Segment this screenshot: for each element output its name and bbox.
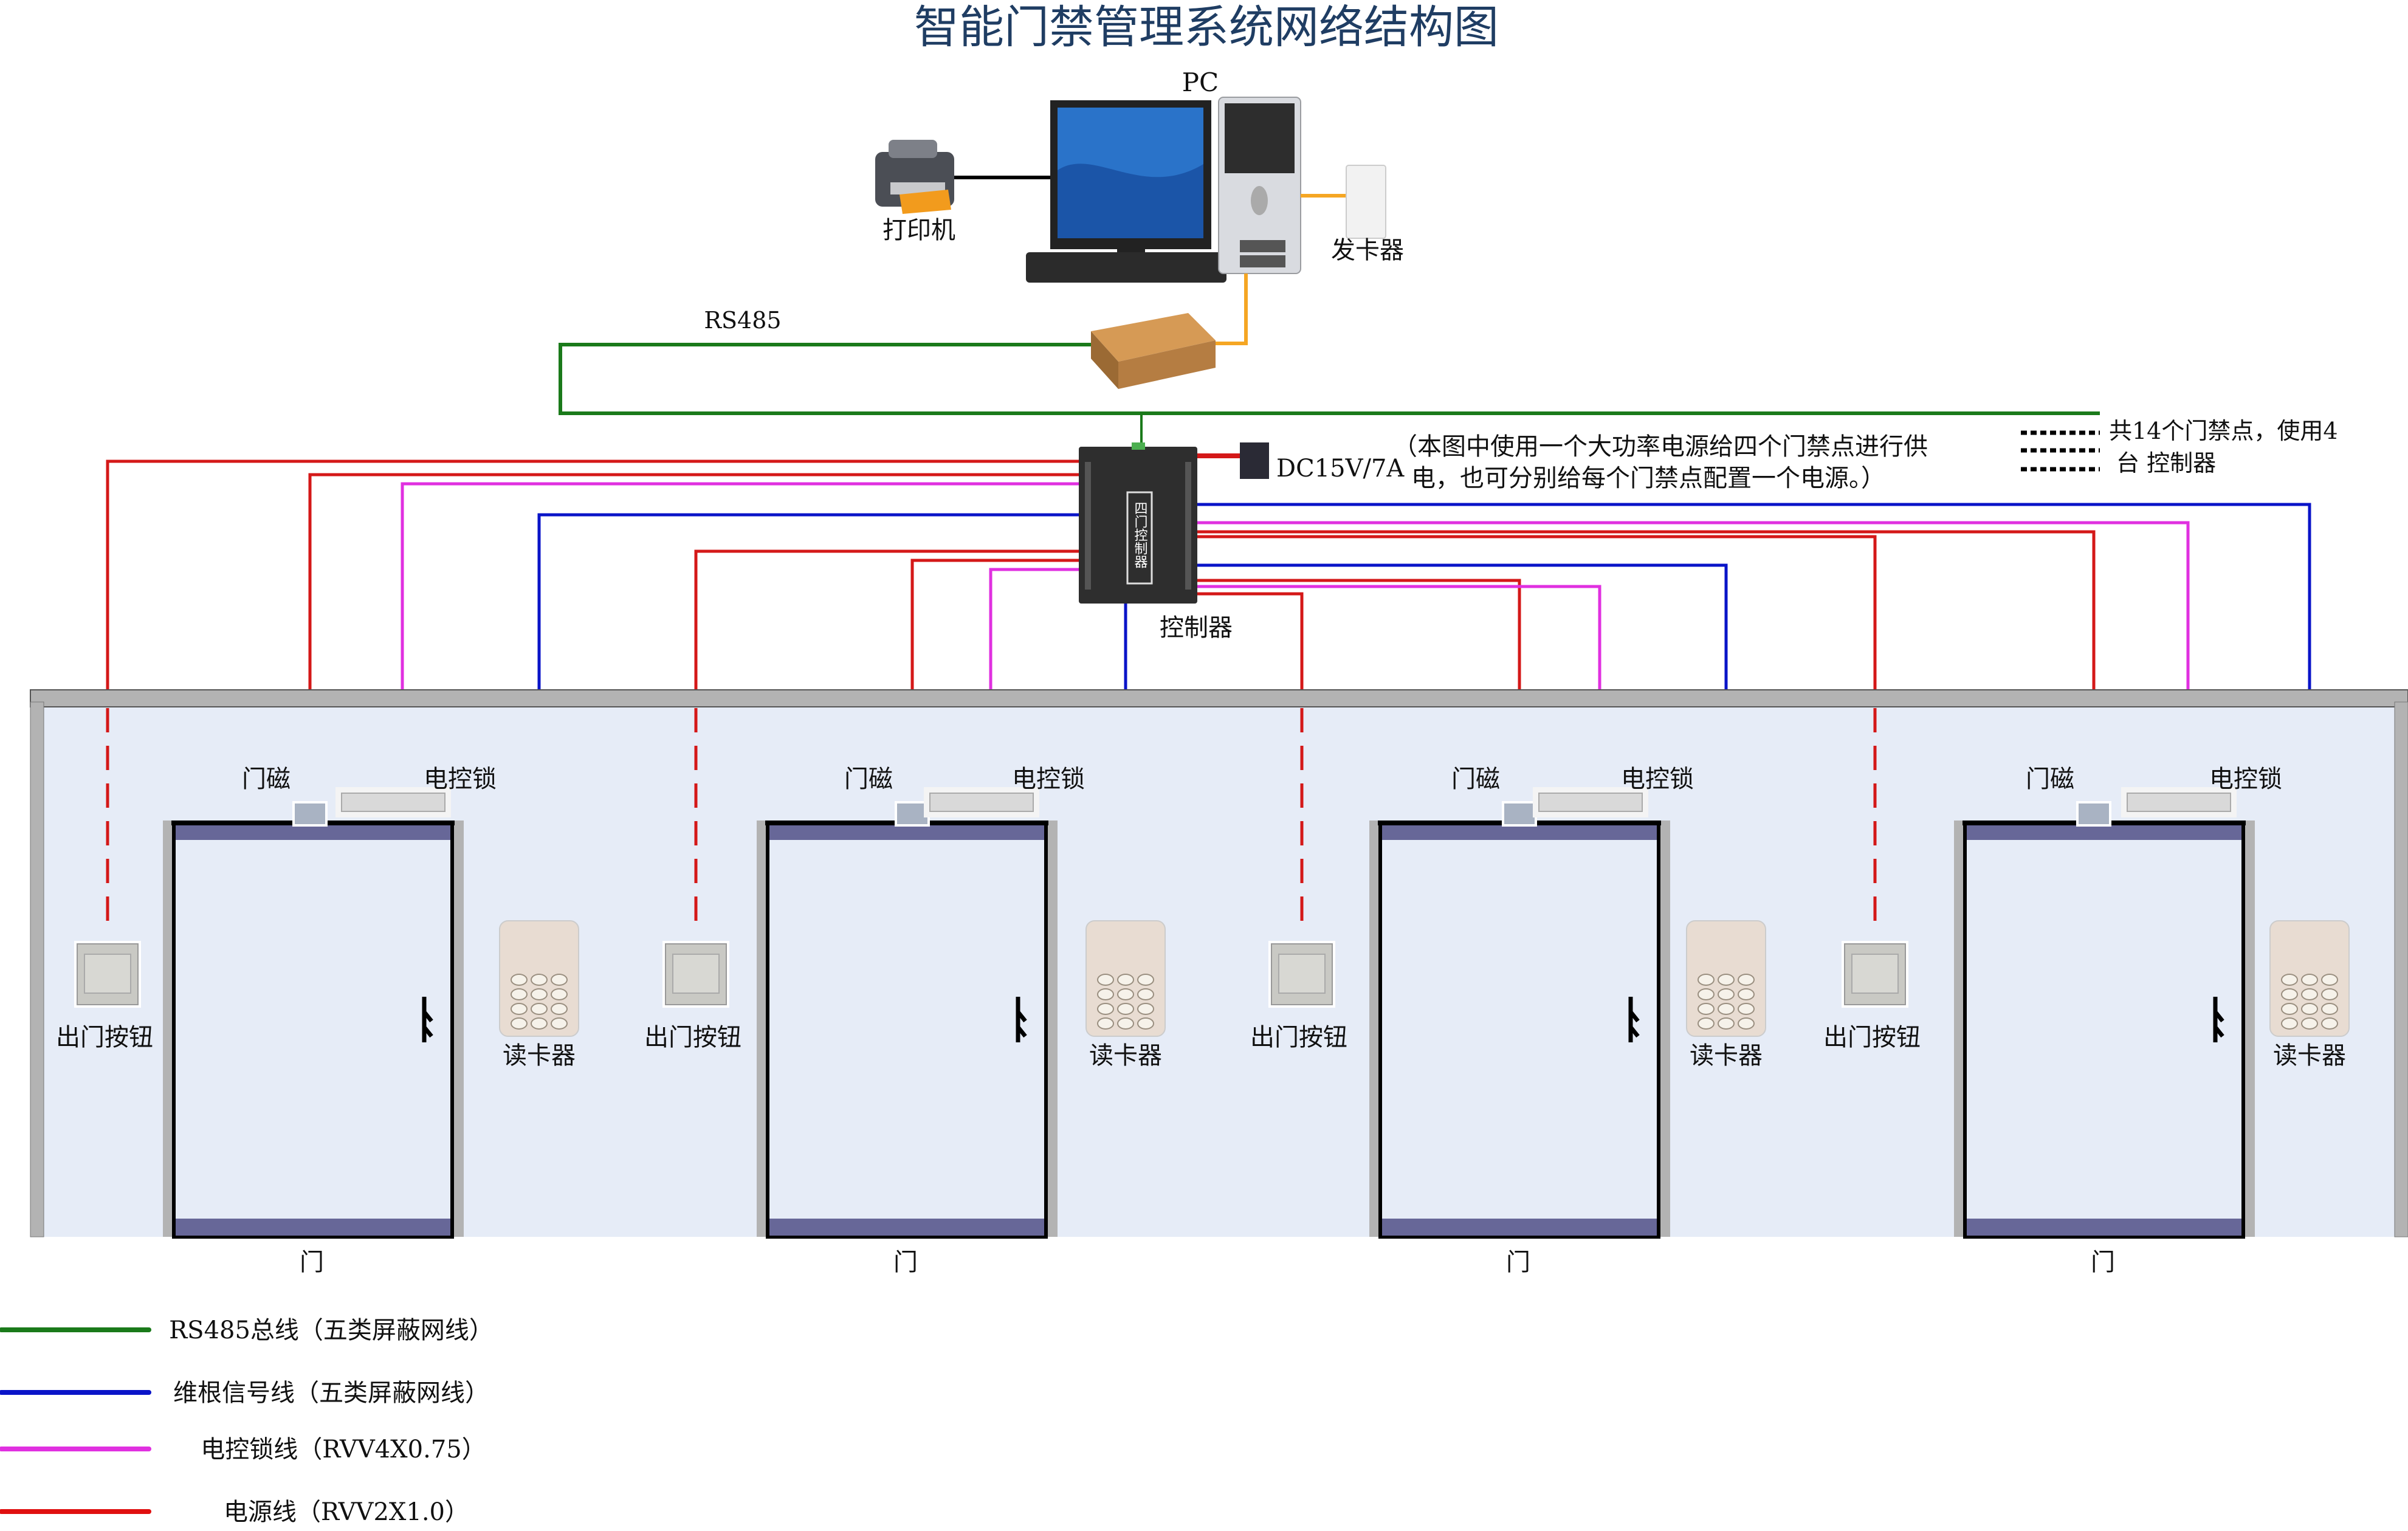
door-top-band [769,825,1044,840]
electric-lock-label: 电控锁 [1012,765,1085,793]
door-leaf[interactable] [172,822,454,1239]
door-magnet-label: 门磁 [2026,765,2074,793]
rs485-converter-icon [1091,313,1216,389]
door4-power-wire [1197,535,1877,708]
door-top-band [176,825,450,840]
rs485-label: RS485 [704,307,781,334]
monitor-icon [1050,100,1211,274]
summary-line-2: 台 控制器 [2116,450,2216,477]
door-handle-icon [2213,997,2224,1042]
legend-item: 电源线（RVV2X1.0） [0,1498,469,1526]
wall-right [2394,701,2408,1237]
door-magnet-icon [292,801,328,827]
power-supply-label: DC15V/7A [1276,455,1405,483]
summary-line-1: 共14个门禁点，使用4 [2109,418,2338,444]
electric-lock-label: 电控锁 [424,765,497,793]
door-label: 门 [893,1248,918,1276]
electric-lock-label: 电控锁 [2209,765,2282,793]
door-handle-icon [1016,997,1027,1042]
card-issuer-icon [1346,165,1386,239]
legend-item: 维根信号线（五类屏蔽网线） [0,1379,489,1407]
legend-label: 电控锁线（RVV4X0.75） [201,1436,486,1464]
exit-button-label: 出门按钮 [1250,1024,1347,1051]
door-top-band [1967,825,2241,840]
legend-label: RS485总线（五类屏蔽网线） [169,1316,494,1344]
door-frame-right [2243,821,2255,1237]
card-issuer-label: 发卡器 [1331,236,1404,264]
power-supply-icon [1240,442,1269,479]
wall-left [30,701,44,1237]
door-bottom-band [1382,1219,1657,1236]
diagram-title: 智能门禁管理系统网络结构图 [914,1,1499,53]
door-magnet-icon [2076,801,2111,827]
wall-top [30,689,2408,707]
door1-power-wire [106,459,1079,708]
printer-icon [875,140,954,214]
keyboard-icon [1026,252,1226,283]
door-leaf[interactable] [766,822,1048,1239]
controller-icon [1079,442,1197,604]
door-bottom-band [176,1219,450,1236]
note-line-1: （本图中使用一个大功率电源给四个门禁点进行供 [1393,433,1928,461]
door-leaf[interactable] [1963,822,2245,1239]
door-frame-right [1045,821,1058,1237]
door-handle-icon [1628,997,1640,1042]
door-magnet-label: 门磁 [1451,765,1500,793]
card-reader-label: 读卡器 [1690,1042,1763,1070]
exit-button-label: 出门按钮 [56,1024,153,1051]
pc-label: PC [1182,67,1219,97]
note-line-2: 电，也可分别给每个门禁点配置一个电源。） [1411,464,1885,492]
legend-label: 电源线（RVV2X1.0） [224,1498,469,1526]
pc-tower-icon [1218,97,1301,274]
legend-item: RS485总线（五类屏蔽网线） [0,1316,494,1344]
exit-button-label: 出门按钮 [1823,1024,1921,1051]
exit-button-label: 出门按钮 [644,1024,741,1051]
door-label: 门 [2091,1248,2115,1276]
door-magnet-icon [895,801,930,827]
door-leaf[interactable] [1378,822,1660,1239]
electric-lock-label: 电控锁 [1621,765,1694,793]
legend-item: 电控锁线（RVV4X0.75） [0,1436,486,1464]
controller-label: 控制器 [1160,614,1233,642]
door-frame-right [1658,821,1670,1237]
card-reader-label: 读卡器 [503,1042,576,1070]
door2-power-wire [694,549,1079,708]
rs485-bus-line [559,343,2100,415]
door-handle-icon [422,997,433,1042]
door3-power-wire [1197,592,1304,708]
printer-label: 打印机 [882,216,955,244]
controller-face-text: 四门控制器 [1132,501,1148,568]
door-bottom-band [1967,1219,2241,1236]
door-magnet-label: 门磁 [242,765,291,793]
door-bottom-band [769,1219,1044,1236]
door-magnet-label: 门磁 [844,765,893,793]
card-reader-label: 读卡器 [1089,1042,1162,1070]
door-top-band [1382,825,1657,840]
summary-dashes [2021,430,2100,472]
door-frame-right [452,821,464,1237]
legend-label: 维根信号线（五类屏蔽网线） [173,1379,489,1407]
door-label: 门 [300,1248,324,1276]
door-label: 门 [1506,1248,1530,1276]
card-reader-label: 读卡器 [2273,1042,2346,1070]
converter-usb-cable [1216,274,1248,345]
door-magnet-icon [1502,801,1537,827]
